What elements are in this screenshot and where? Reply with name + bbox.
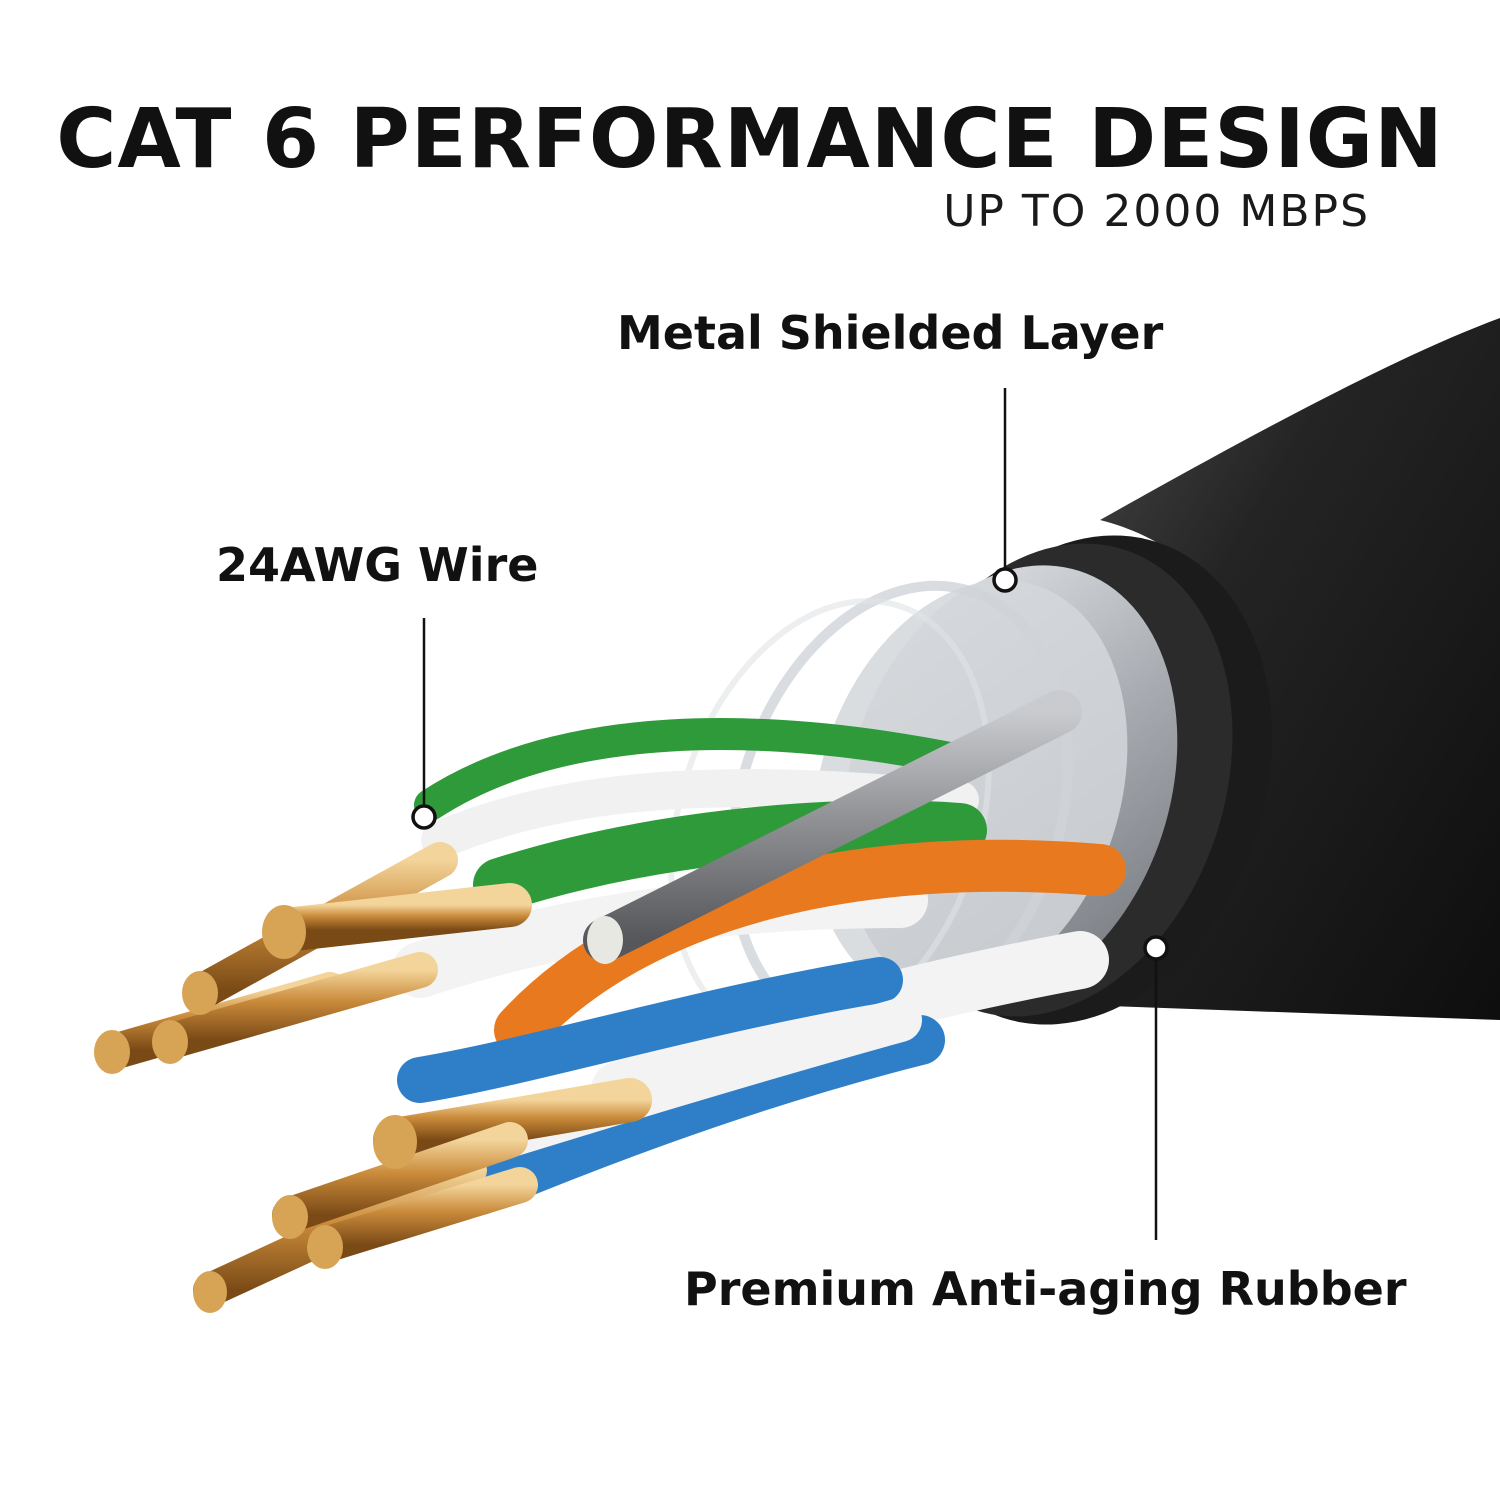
callout-anti-aging-rubber: Premium Anti-aging Rubber	[684, 1262, 1407, 1316]
callout-24awg-wire: 24AWG Wire	[216, 538, 539, 592]
callout-metal-shielded-layer: Metal Shielded Layer	[617, 306, 1164, 360]
page-subtitle: UP TO 2000 MBPS	[943, 186, 1370, 237]
drain-wire	[583, 690, 1082, 964]
page-title: CAT 6 PERFORMANCE DESIGN	[56, 92, 1444, 187]
copper-conductors	[94, 842, 652, 1313]
callout-leaders	[411, 388, 1169, 1240]
twisted-pairs	[392, 718, 1126, 1215]
